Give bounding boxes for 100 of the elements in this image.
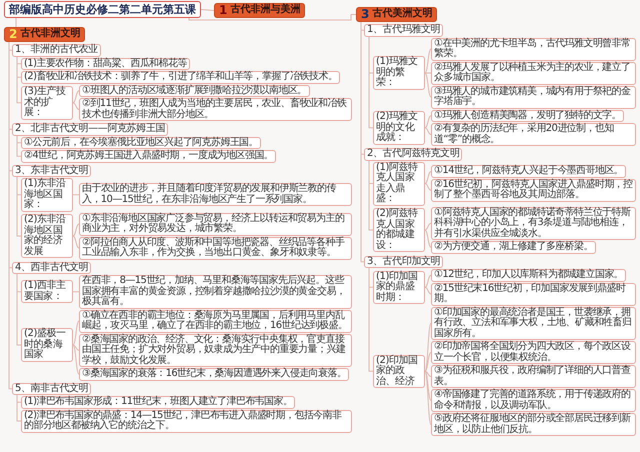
connector-line (188, 14, 356, 20)
connector-line (424, 115, 432, 128)
connector-line (424, 370, 432, 401)
connector-line (424, 222, 432, 230)
connector-line (72, 102, 80, 110)
detail-text: ①班图人的活动区域逐渐扩展到撒哈拉沙漠以南地区。 (82, 84, 307, 96)
detail-text: (2)畜牧业和冶铁技术：驯养了牛，引进了绵羊和山羊等，掌握了冶铁技术。 (24, 71, 338, 82)
detail-text: ①阿兹特克人国家的都城特诺奇蒂特兰位于特斯科科湖中心的小岛上，有3条堤道与陆地相连，并有引水渠供应全城淡水。 (434, 206, 630, 238)
connector-line (72, 236, 80, 248)
detail-text: (1)津巴布韦国家形成：11世纪末，班图人建立了津巴布韦国家。 (24, 396, 292, 407)
central-topic-text: 部编版高中历史必修二第二单元第五课 (9, 3, 196, 16)
detail-text: ②到11世纪，班图人成为当地的主要居民，农业、畜牧业和冶铁技术也传播到非洲大部分地区。 (82, 98, 346, 120)
detail-text: ①确立在西非的霸主地位：桑海原为马里属国，后利用马里内乱崛起，攻灭马里，确立了在西非的霸主地位，16世纪达到极盛。 (82, 310, 348, 331)
topic-box (364, 256, 444, 268)
subtopic-text: (2)玛雅文明的文化成就： (376, 111, 418, 143)
subtopic-text: (2)印加国家的政治、经济 (376, 354, 418, 386)
topic-number: 3 (361, 9, 370, 20)
topic-text: 古代非洲与美洲 (230, 5, 300, 16)
detail-text: ②印加帝国将全国划分为四大政区，每个政区设立一个长官，以便集权统治。 (434, 341, 630, 362)
subtopic-box (373, 162, 425, 206)
connector-line (72, 194, 80, 196)
topic-number: 2 (9, 29, 18, 40)
topic-text: 3、古代印加文明 (367, 256, 440, 266)
subtopic-box (373, 354, 425, 388)
topic-box (364, 24, 444, 36)
connector-line (424, 48, 432, 74)
detail-text: ②玛雅人发展了以种植玉米为主的农业，建立了众多城市国家。 (434, 62, 630, 83)
detail-box (431, 241, 596, 254)
subtopic-text: (2)东非沿海地区国家的经济发展 (24, 214, 66, 256)
subtopic-text: (1)东非沿海地区国家： (24, 178, 66, 210)
connector-line (16, 274, 22, 346)
subtopic-text: (1)西非主要国家： (24, 280, 66, 302)
subtopic-box (21, 214, 73, 258)
topic-text: 古代美洲文明 (372, 9, 432, 20)
connector-line (16, 394, 22, 422)
topic-text: 1、非洲的古代农业 (15, 44, 98, 55)
connector-line (200, 9, 214, 11)
topic-text: 3、东非古代文明 (15, 164, 88, 176)
topic-text: 5、南非古代文明 (15, 382, 88, 394)
main-topic-box (214, 3, 306, 18)
detail-text: ④帝国修建了完善的道路系统，用于传递政府的命令和情报，以及调动军队。 (434, 389, 630, 410)
main-topic-box (4, 27, 86, 42)
detail-text: ①玛雅人创造精美陶器，发明了独特的文字。 (434, 110, 621, 120)
connector-line (424, 183, 432, 191)
detail-text: (1)主要农作物：甜高粱、西瓜和棉花等 (24, 58, 187, 68)
detail-text: ③为征税和服兵役，政府编制了详细的人口普查表。 (434, 365, 630, 386)
connector-line (424, 286, 432, 294)
subtopic-text: (3)生产技术的扩展： (24, 86, 66, 118)
detail-text: ②为方便交通，湖上修建了多座桥梁。 (434, 241, 593, 252)
detail-box (21, 58, 190, 70)
detail-text: ②15世纪末16世纪初，印加国家发展到鼎盛时期。 (434, 282, 626, 304)
detail-text: (2)津巴布韦国家的鼎盛：14—15世纪，津巴布韦进入鼎盛时期，包括今南非的部分地区都被纳入它的统治之下。 (24, 410, 342, 431)
connector-line (424, 352, 432, 372)
connector-line (72, 224, 80, 236)
topic-box (364, 148, 462, 160)
connector-line (360, 22, 364, 262)
topic-text: 2、北非古代文明——阿克苏姆王国 (15, 123, 165, 134)
topic-box (12, 123, 168, 136)
detail-text: ②桑海国家的政治、经济、文化：桑海实行中央集权，官吏直接由国王任免；扩大对外贸易，奴隶成为生产中的重要力量；兴建学校，鼓励文化发展。 (82, 334, 346, 366)
detail-text: ①公元前后，在今埃塞俄比亚地区兴起了阿克苏姆王国。 (24, 136, 258, 148)
connector-line (368, 160, 374, 230)
central-topic-box (4, 1, 201, 18)
detail-text: ①印加国家的最高统治者是国王，世袭继承，拥有行政、立法和军事大权，土地、矿藏和牲畜归国家所有。 (434, 306, 632, 338)
detail-text: ②有复杂的历法纪年，采用20进位制，也知道“零”的概念。 (434, 123, 614, 144)
detail-text: ②16世纪初，阿兹特克人国家进入鼎盛时期，控制了整个墨西哥谷地及其周边部落。 (434, 178, 632, 200)
subtopic-box (373, 111, 425, 144)
topic-text: 4、西非古代文明 (15, 262, 88, 272)
subtopic-box (21, 178, 73, 212)
connector-line (72, 320, 80, 346)
subtopic-box (21, 328, 73, 362)
detail-text: ⑤政府还将征服地区的部分或全部居民迁移到新地区，以防止他们反抗。 (434, 413, 630, 434)
detail-text: 由于农业的进步，并且随着印度洋贸易的发展和伊斯兰教的传入，10—15世纪，在东非沿海地区产生了一系列国家。 (82, 183, 336, 205)
connector-line (72, 291, 80, 292)
detail-text: ③桑海国家的衰落：16世纪末，桑海因遭遇外来入侵走向衰落。 (82, 368, 346, 379)
connector-line (424, 127, 432, 135)
subtopic-box (373, 270, 425, 304)
connector-line (16, 176, 22, 236)
topic-text: 2、古代阿兹特克文明 (367, 148, 460, 159)
subtopic-text: (1)印加国家的鼎盛时期： (376, 270, 418, 302)
topic-box (12, 164, 92, 177)
detail-box (431, 123, 636, 146)
connector-line (16, 135, 22, 157)
connector-line (424, 322, 432, 372)
connector-line (424, 72, 432, 98)
connector-line (424, 274, 432, 288)
detail-text: ①12世纪，印加人以库斯科为都城建立国家。 (434, 269, 624, 280)
subtopic-box (373, 208, 425, 252)
main-topic-box (356, 7, 438, 22)
topic-text: 1、古代玛雅文明 (367, 24, 440, 35)
connector-line (424, 230, 432, 248)
topic-box (12, 44, 101, 56)
detail-text: ①东非沿海地区国家广泛参与贸易，经济上以转运和贸易为主的商业为主，对外贸易发达，城市繁荣。 (82, 212, 344, 234)
connector-line (16, 56, 22, 104)
connector-line (424, 370, 432, 425)
subtopic-text: (1)玛雅文明的繁荣： (376, 56, 418, 88)
connector-line (368, 268, 374, 372)
subtopic-text: (2)阿兹特克人国家的都城建设： (376, 208, 418, 250)
connector-line (424, 171, 432, 184)
detail-text: ③玛雅人的城市建筑精美，城内有用于祭祀的金字塔庙宇。 (434, 86, 630, 107)
subtopic-box (373, 56, 425, 90)
